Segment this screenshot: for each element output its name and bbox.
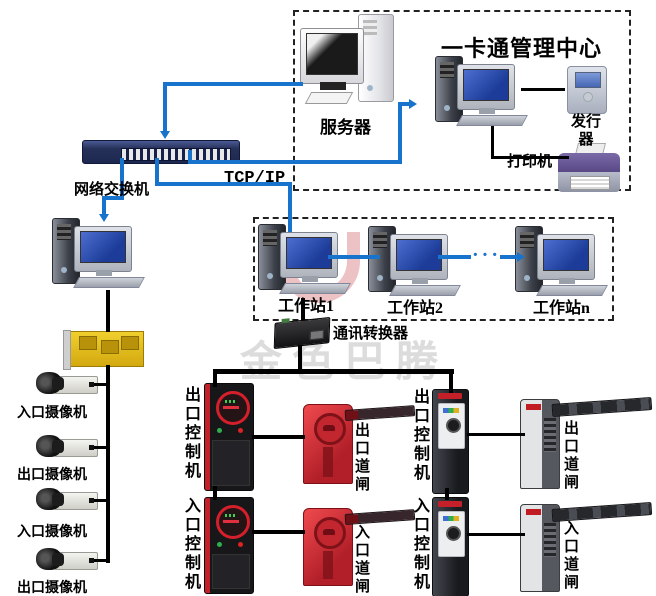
diagram-title: 一卡通管理中心 <box>441 36 603 61</box>
wire-server-switch-v <box>163 82 167 132</box>
wire-server-switch-h <box>163 82 303 86</box>
bus-drop-right <box>449 369 453 393</box>
server-monitor <box>300 28 364 84</box>
led-display <box>526 509 541 515</box>
workstation-2-label: 工作站2 <box>387 300 444 317</box>
entry-barrier-right-arm <box>551 502 653 522</box>
workstation-ellipsis: ··· <box>472 244 502 266</box>
protocol-label: TCP/IP <box>224 169 286 188</box>
arrow-into-workstation-n <box>517 252 525 262</box>
entry-barrier-left-arm <box>344 509 416 525</box>
exit-controller-right <box>432 389 469 494</box>
camera-entrance-1 <box>36 372 98 398</box>
wire-ws1-ws2 <box>328 255 380 259</box>
wire-switch-monitorpc-v2 <box>102 196 106 216</box>
camera-2-label: 出口摄像机 <box>17 468 87 483</box>
arrow-into-monitor-pc <box>99 214 109 222</box>
converter-label: 通讯转换器 <box>333 326 409 342</box>
link-exitctrl-exitgate-left <box>252 435 305 439</box>
wire-switch-ws-v2 <box>288 182 292 232</box>
wire-dots-wsn <box>500 255 518 259</box>
wire-switch-ws-v1 <box>155 158 159 186</box>
entry-controller-left-label: 入口控制机 <box>182 497 199 592</box>
monitor-computer <box>52 218 152 292</box>
wire-wsbox-converter <box>301 298 305 320</box>
camera-trunk-line <box>106 365 110 563</box>
bus-horizontal <box>213 369 454 374</box>
entry-controller-left <box>204 497 254 594</box>
workstation-n <box>515 226 615 300</box>
camera-exit-1 <box>36 435 98 461</box>
exit-controller-right-label: 出口控制机 <box>411 388 428 483</box>
camera-1-connector <box>94 383 108 386</box>
controller-display-icon <box>216 391 250 425</box>
camera-entrance-2 <box>36 488 98 514</box>
workstation-1 <box>258 224 358 298</box>
wire-switch-ws-h <box>155 182 292 186</box>
management-computer <box>435 56 535 130</box>
link-controllers-left <box>213 486 217 500</box>
camera-2-connector <box>94 446 108 449</box>
wire-switch-monitorpc-v1 <box>120 158 124 200</box>
management-monitor <box>457 64 515 110</box>
wire-switch-mgmt-h2 <box>398 102 410 106</box>
wire-ws2-dots <box>438 255 471 259</box>
car-icon <box>314 517 346 549</box>
wire-switch-mgmt-v1 <box>188 150 192 163</box>
link-entryctrl-entrygate-right <box>467 533 525 536</box>
link-pc-printer-h <box>491 156 569 159</box>
camera-3-label: 入口摄像机 <box>17 525 87 540</box>
led-display <box>526 404 541 410</box>
workstation-1-label: 工作站1 <box>278 298 335 315</box>
link-entryctrl-entrygate-left <box>252 530 305 534</box>
server-tower <box>358 14 394 102</box>
exit-controller-left <box>204 383 254 491</box>
reader-panel <box>438 403 465 449</box>
brand-strip <box>438 393 462 399</box>
brand-strip <box>438 501 462 507</box>
printer-device <box>558 143 620 195</box>
printer-label: 打印机 <box>507 154 553 170</box>
link-exitctrl-exitgate-right <box>467 433 525 436</box>
camera-4-label: 出口摄像机 <box>17 581 87 596</box>
link-pc-issuer <box>521 88 565 91</box>
server-computer <box>300 14 400 104</box>
exit-barrier-left-arm <box>344 405 416 421</box>
card-issuer-device <box>567 66 607 114</box>
camera-1-label: 入口摄像机 <box>17 406 87 421</box>
link-pc-printer-v <box>491 126 494 159</box>
camera-3-connector <box>94 499 108 502</box>
arrow-into-switch <box>160 131 170 139</box>
bus-drop-left <box>213 369 217 387</box>
wire-switch-mgmt-h <box>188 160 402 164</box>
server-label: 服务器 <box>320 118 371 137</box>
workstation-n-label: 工作站n <box>533 300 590 317</box>
wire-switch-mgmt-v2 <box>398 102 402 164</box>
exit-controller-left-label: 出口控制机 <box>182 386 199 481</box>
video-capture-card <box>63 330 144 370</box>
wire-converter-bus <box>298 345 302 372</box>
exit-gate-left-label: 出口道闸 <box>353 422 369 494</box>
switch-ports <box>121 148 231 161</box>
workstation-2 <box>368 226 468 300</box>
controller-display-icon <box>216 505 250 539</box>
reader-panel <box>438 511 465 557</box>
entry-gate-right-label: 入口道闸 <box>562 520 578 592</box>
entry-controller-right <box>432 497 469 596</box>
arrow-into-management-pc <box>409 99 417 109</box>
camera-exit-2 <box>36 548 98 574</box>
exit-gate-right-label: 出口道闸 <box>562 420 578 492</box>
entry-controller-right-label: 入口控制机 <box>411 497 428 592</box>
workstations-frame <box>253 217 614 321</box>
link-controllers-right <box>445 488 449 500</box>
issuer-label: 发行器 <box>570 114 601 148</box>
wire-switch-monitorpc-h <box>102 196 124 200</box>
wire-pc-card <box>106 290 110 332</box>
entry-gate-left-label: 入口道闸 <box>353 524 369 596</box>
management-center-frame <box>293 10 631 191</box>
exit-barrier-right-arm <box>551 397 653 417</box>
switch-label: 网络交换机 <box>74 182 150 198</box>
camera-4-connector <box>94 559 108 562</box>
car-icon <box>314 413 346 445</box>
